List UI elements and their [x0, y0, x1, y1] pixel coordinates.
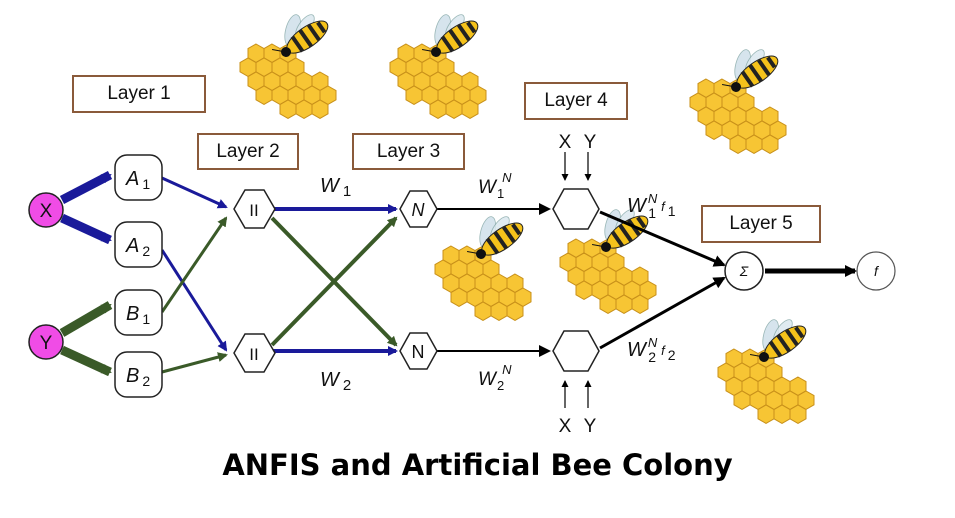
diagram-title: ANFIS and Artificial Bee Colony	[222, 448, 733, 482]
membership-sub: 2	[142, 373, 150, 389]
arrow-x-a2	[60, 213, 112, 245]
honeycomb-bee-icon	[718, 304, 814, 423]
layer-2-label: Layer 2	[197, 133, 299, 170]
honeycomb-bee-icon	[690, 34, 786, 153]
output-node: f	[856, 251, 896, 291]
product-label: II	[249, 201, 258, 220]
svg-text:B1: B1	[126, 303, 150, 327]
arrow-a2-p2	[160, 249, 228, 352]
input-y-label: Y	[40, 333, 53, 354]
arrow-p2-n1	[270, 216, 398, 347]
svg-text:A2: A2	[125, 235, 150, 259]
layer4-y-bottom: Y	[584, 416, 597, 437]
honeycomb-bee-icon	[390, 0, 486, 118]
svg-text:B2: B2	[126, 365, 150, 389]
normalize-node-2: N	[399, 332, 438, 370]
arrow-l4a-sum	[599, 210, 726, 267]
layer4-x-top: X	[559, 132, 572, 153]
normalize-label: N	[412, 200, 426, 220]
arrow-b2-p2	[161, 352, 228, 374]
norm-weight-label-1: W1N	[478, 170, 512, 201]
membership-letter: A	[125, 168, 139, 190]
honeycomb-bee-icon	[435, 201, 531, 320]
product-node-1: II	[233, 189, 276, 229]
arrow-x-a1	[59, 171, 113, 204]
membership-sub: 2	[142, 243, 150, 259]
input-y-node: Y	[28, 324, 64, 360]
layer-5-label: Layer 5	[701, 205, 821, 243]
input-x-node: X	[28, 192, 64, 228]
layer-3-label: Layer 3	[352, 133, 465, 170]
membership-sub: 1	[142, 176, 150, 192]
normalize-label: N	[412, 342, 425, 362]
layer4-y-top: Y	[584, 132, 597, 153]
sum-node: Σ	[724, 251, 764, 291]
membership-letter: A	[125, 235, 139, 257]
honeycomb-bee-icon	[240, 0, 336, 118]
product-node-2: II	[233, 333, 276, 373]
output-label: f	[874, 263, 880, 279]
consequent-node-1	[552, 188, 600, 230]
sum-label: Σ	[739, 263, 749, 279]
layer-1-label: Layer 1	[72, 75, 206, 113]
svg-text:A1: A1	[125, 168, 150, 192]
normalize-node-1: N	[399, 190, 438, 228]
arrow-b1-p1	[160, 216, 228, 313]
layer-4-label: Layer 4	[524, 82, 628, 120]
arrow-l4b-sum	[599, 276, 726, 350]
layer4-x-bottom: X	[559, 416, 572, 437]
consequent-node-2	[552, 330, 600, 372]
membership-letter: B	[126, 365, 139, 387]
input-x-label: X	[40, 201, 53, 222]
membership-sub: 1	[142, 311, 150, 327]
arrow-a1-p1	[161, 176, 228, 209]
product-label: II	[249, 345, 258, 364]
norm-weight-label-2: W2N	[478, 362, 512, 393]
arrow-y-b2	[60, 345, 112, 377]
membership-letter: B	[126, 303, 139, 325]
arrow-y-b1	[59, 301, 113, 337]
